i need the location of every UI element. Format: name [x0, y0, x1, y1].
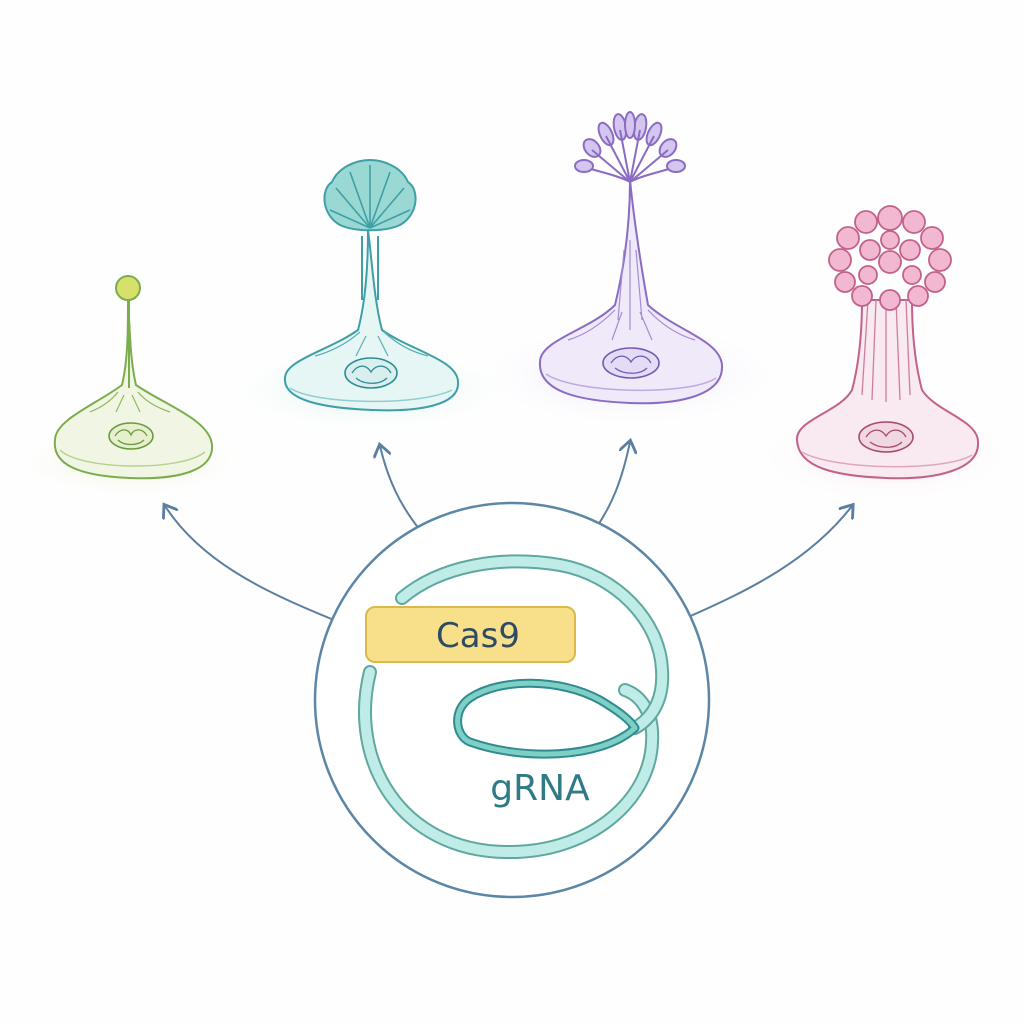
- arrow-to-purple-cell: [595, 442, 630, 529]
- arrows: [165, 442, 852, 621]
- pink-cell: [750, 205, 1020, 505]
- cas9-box: [365, 606, 576, 663]
- green-cell-knob: [115, 275, 141, 301]
- purple-cell-brush: [574, 111, 686, 183]
- grna-label: gRNA: [490, 768, 590, 809]
- pink-cell-cluster: [828, 205, 952, 311]
- arrow-to-teal-cell: [380, 446, 421, 531]
- teal-cell: [220, 158, 520, 435]
- cas9-label: Cas9: [436, 616, 520, 656]
- arrow-to-green-cell: [165, 506, 335, 621]
- plasmid: Cas9 gRNA: [313, 501, 711, 899]
- plasmid-outer-circle: [313, 501, 711, 899]
- green-cell: [10, 275, 250, 500]
- arrow-to-pink-cell: [685, 506, 852, 619]
- purple-cell: [470, 111, 790, 430]
